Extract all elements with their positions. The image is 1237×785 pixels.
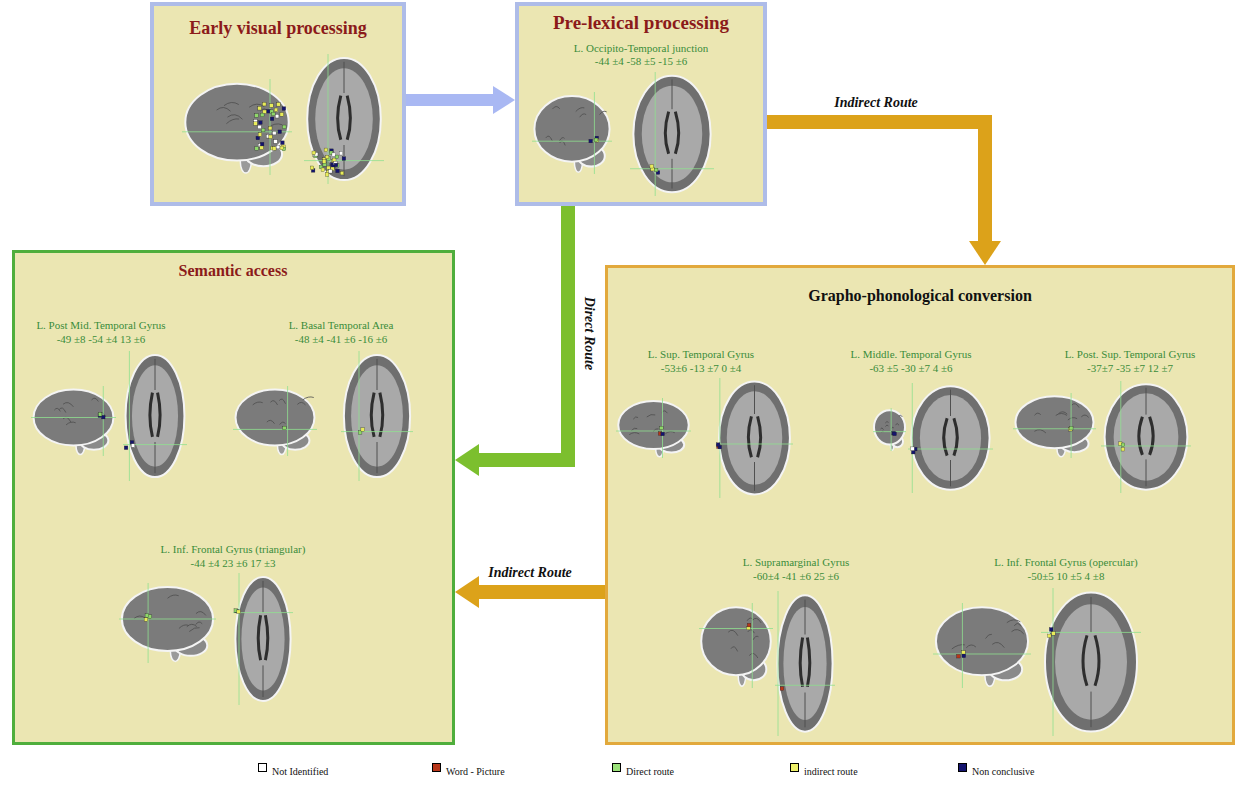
brain-slice (716, 378, 793, 498)
legend-item: Not Identified (258, 761, 314, 775)
legend-item: indirect route (790, 761, 844, 775)
brain-slice (233, 386, 317, 456)
brain-slice (933, 603, 1031, 688)
legend-swatch (612, 763, 621, 772)
text-slot: -53±6 -13 ±7 0 ±4 (661, 358, 741, 376)
coordinates: -63 ±5 -30 ±7 4 ±6 (869, 362, 952, 375)
stage-title: Grapho-phonological conversion (808, 286, 1032, 305)
region-name: L. Inf. Frontal Gyrus (triangular) (161, 543, 306, 556)
brain-slice (119, 583, 216, 663)
region-name: L. Middle. Temporal Gyrus (851, 348, 972, 361)
region-name: L. Basal Temporal Area (289, 319, 394, 332)
legend-text: Direct route (626, 766, 674, 777)
route-arrow (479, 206, 568, 460)
brain-slice (1013, 393, 1096, 458)
text-slot: L. Inf. Frontal Gyrus (triangular) (161, 539, 306, 557)
brain-slice (873, 408, 906, 451)
brain-slice (775, 591, 835, 736)
text-slot: L. Basal Temporal Area (289, 315, 394, 333)
stage-title: Semantic access (179, 261, 288, 280)
label-slot: Indirect Route (832, 93, 920, 110)
coordinates: -53±6 -13 ±7 0 ±4 (661, 362, 741, 375)
brain-slice (233, 573, 293, 705)
text-slot: -44 ±4 23 ±6 17 ±3 (190, 553, 275, 571)
region-name: L. Occipito-Temporal junction (574, 42, 709, 55)
text-slot: Pre-lexical processing (553, 12, 729, 35)
region-name: L. Supramarginal Gyrus (743, 556, 849, 569)
label-slot: Direct Route (583, 294, 600, 372)
brain-slice (616, 398, 691, 458)
route-arrow (767, 122, 985, 241)
legend-item: Word - Picture (432, 761, 491, 775)
text-slot: Grapho-phonological conversion (808, 286, 1032, 305)
stage-title: Pre-lexical processing (553, 12, 729, 35)
legend-text: Word - Picture (446, 766, 505, 777)
stage-box: Early visual processing (150, 2, 406, 206)
legend-item: Non conclusive (958, 761, 1021, 775)
brain-slice (699, 603, 773, 688)
text-slot: Semantic access (179, 261, 288, 280)
brain-slice (31, 386, 116, 456)
text-slot: L. Supramarginal Gyrus (743, 552, 849, 570)
coordinates: -44 ±4 23 ±6 17 ±3 (190, 557, 275, 570)
text-slot: -63 ±5 -30 ±7 4 ±6 (869, 358, 952, 376)
coordinates: -44 ±4 -58 ±5 -15 ±6 (595, 55, 687, 68)
legend-swatch (958, 763, 967, 772)
route-label: Indirect Route (832, 95, 920, 112)
legend-text: Non conclusive (972, 766, 1035, 777)
text-slot: -37±7 -35 ±7 12 ±7 (1087, 358, 1173, 376)
brain-slice (1041, 588, 1141, 736)
stage-title: Early visual processing (189, 18, 367, 40)
brain-slice (532, 92, 612, 174)
brain-slice (304, 54, 384, 184)
coordinates: -60±4 -41 ±6 25 ±6 (753, 570, 839, 583)
coordinates: -50±5 10 ±5 4 ±8 (1028, 570, 1105, 583)
legend-item: Direct route (612, 761, 660, 775)
legend-text: indirect route (804, 766, 858, 777)
legend-swatch (258, 763, 267, 772)
route-label: Indirect Route (486, 565, 574, 582)
route-arrow (406, 94, 493, 106)
label-slot: Indirect Route (486, 563, 574, 580)
text-slot: L. Post Mid. Temporal Gyrus (36, 315, 165, 333)
text-slot: L. Inf. Frontal Gyrus (opercular) (994, 552, 1138, 570)
legend-swatch (790, 763, 799, 772)
brain-slice (182, 79, 292, 175)
legend-swatch (432, 763, 441, 772)
coordinates: -48 ±4 -41 ±6 -16 ±6 (295, 333, 387, 346)
text-slot: -48 ±4 -41 ±6 -16 ±6 (295, 329, 387, 347)
text-slot: L. Occipito-Temporal junction (574, 38, 709, 56)
region-name: L. Inf. Frontal Gyrus (opercular) (994, 556, 1138, 569)
coordinates: -37±7 -35 ±7 12 ±7 (1087, 362, 1173, 375)
brain-slice (630, 72, 714, 196)
brain-slice (908, 383, 993, 493)
region-name: L. Post. Sup. Temporal Gyrus (1065, 348, 1196, 361)
route-arrow (479, 585, 605, 599)
coordinates: -49 ±8 -54 ±4 13 ±6 (57, 333, 146, 346)
text-slot: Early visual processing (189, 18, 367, 40)
stage-box: Grapho-phonological conversion L. Sup. Te… (605, 265, 1235, 745)
brain-slice (123, 351, 187, 481)
text-slot: L. Middle. Temporal Gyrus (851, 344, 972, 362)
text-slot: L. Post. Sup. Temporal Gyrus (1065, 344, 1196, 362)
brain-slice (341, 351, 413, 481)
brain-slice (1101, 381, 1191, 493)
text-slot: -60±4 -41 ±6 25 ±6 (753, 566, 839, 584)
text-slot: -49 ±8 -54 ±4 13 ±6 (57, 329, 146, 347)
stage-box: Pre-lexical processing L. Occipito-Tempor… (515, 2, 767, 206)
text-slot: L. Sup. Temporal Gyrus (648, 344, 754, 362)
route-label: Direct Route (581, 294, 598, 372)
stage-box: Semantic access L. Post Mid. Temporal Gyr… (12, 250, 455, 745)
text-slot: -50±5 10 ±5 4 ±8 (1028, 566, 1105, 584)
region-name: L. Sup. Temporal Gyrus (648, 348, 754, 361)
legend-text: Not Identified (272, 766, 328, 777)
region-name: L. Post Mid. Temporal Gyrus (36, 319, 165, 332)
